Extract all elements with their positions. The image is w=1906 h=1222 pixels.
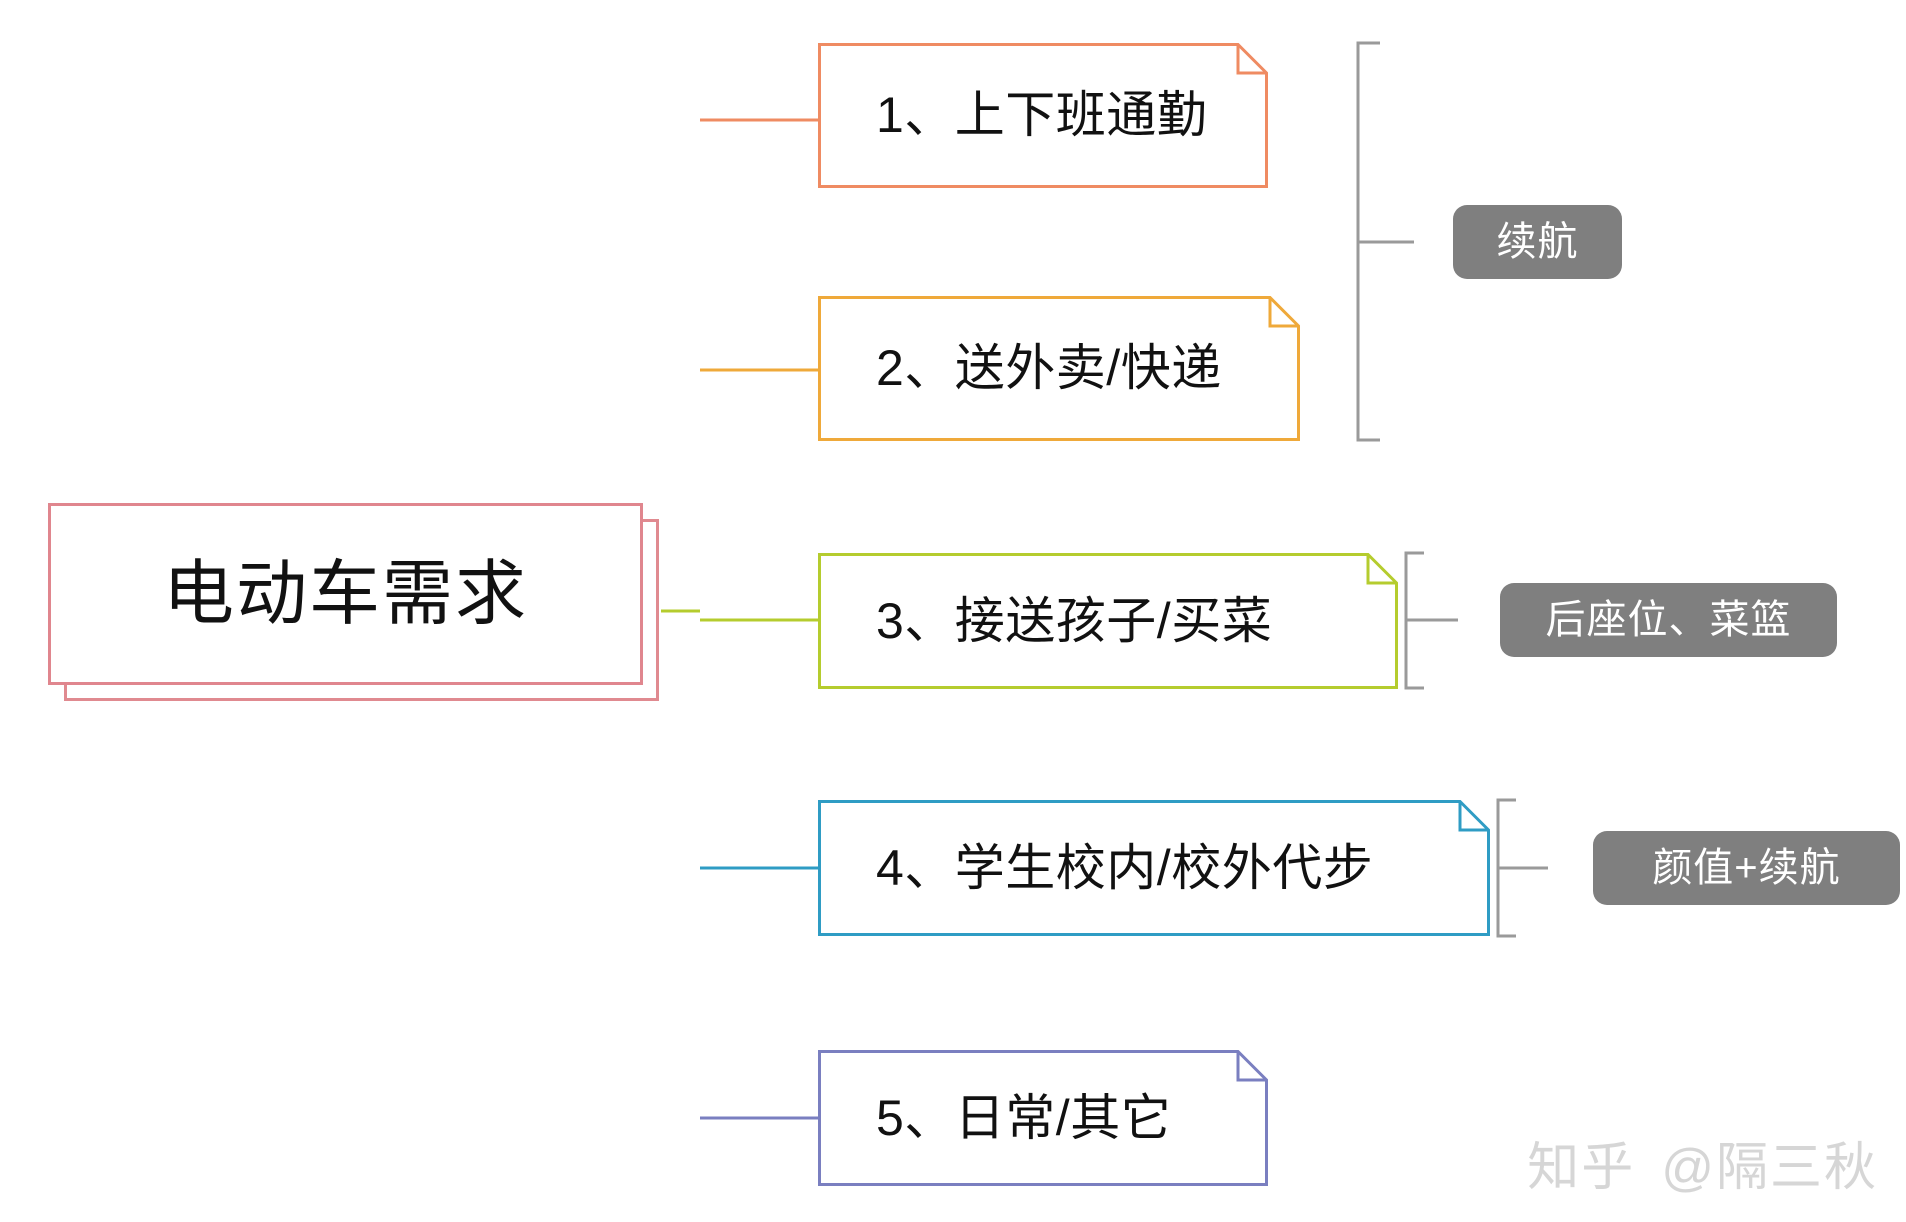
tag-looks-endurance-label: 颜值+续航 <box>1652 846 1841 890</box>
branch-node-1-shape <box>818 43 1268 188</box>
branch-node-3-label: 3、接送孩子/买菜 <box>876 592 1273 649</box>
root-node-box[interactable]: 电动车需求 <box>48 503 643 685</box>
branch-node-5-label: 5、日常/其它 <box>876 1089 1172 1146</box>
branch-node-2-label: 2、送外卖/快递 <box>876 340 1222 397</box>
branch-node-1[interactable]: 1、上下班通勤 <box>818 43 1268 188</box>
branch-node-2-shape <box>818 296 1300 441</box>
branch-node-5[interactable]: 5、日常/其它 <box>818 1050 1268 1186</box>
branch-node-3[interactable]: 3、接送孩子/买菜 <box>818 553 1398 689</box>
branch-node-1-label: 1、上下班通勤 <box>876 87 1208 144</box>
root-node-label: 电动车需求 <box>162 554 528 634</box>
tag-endurance-1-label: 续航 <box>1496 220 1579 264</box>
tag-rearseat-basket-label: 后座位、菜篮 <box>1545 598 1792 642</box>
watermark-handle: @隔三秋 <box>1661 1139 1878 1197</box>
branch-node-2[interactable]: 2、送外卖/快递 <box>818 296 1300 441</box>
branch-node-4[interactable]: 4、学生校内/校外代步 <box>818 800 1490 936</box>
tag-rearseat-basket[interactable]: 后座位、菜篮 <box>1500 583 1837 657</box>
root-node[interactable]: 电动车需求 <box>48 503 661 703</box>
branch-node-5-shape <box>818 1050 1268 1186</box>
branch-node-3-shape <box>818 553 1398 689</box>
branch-node-4-shape <box>818 800 1490 936</box>
branch-node-4-label: 4、学生校内/校外代步 <box>876 839 1374 896</box>
tag-looks-endurance[interactable]: 颜值+续航 <box>1593 831 1900 905</box>
watermark-brand: 知乎 <box>1527 1139 1636 1197</box>
watermark: 知乎 @隔三秋 <box>1527 1125 1878 1200</box>
tag-endurance-1[interactable]: 续航 <box>1453 205 1622 279</box>
